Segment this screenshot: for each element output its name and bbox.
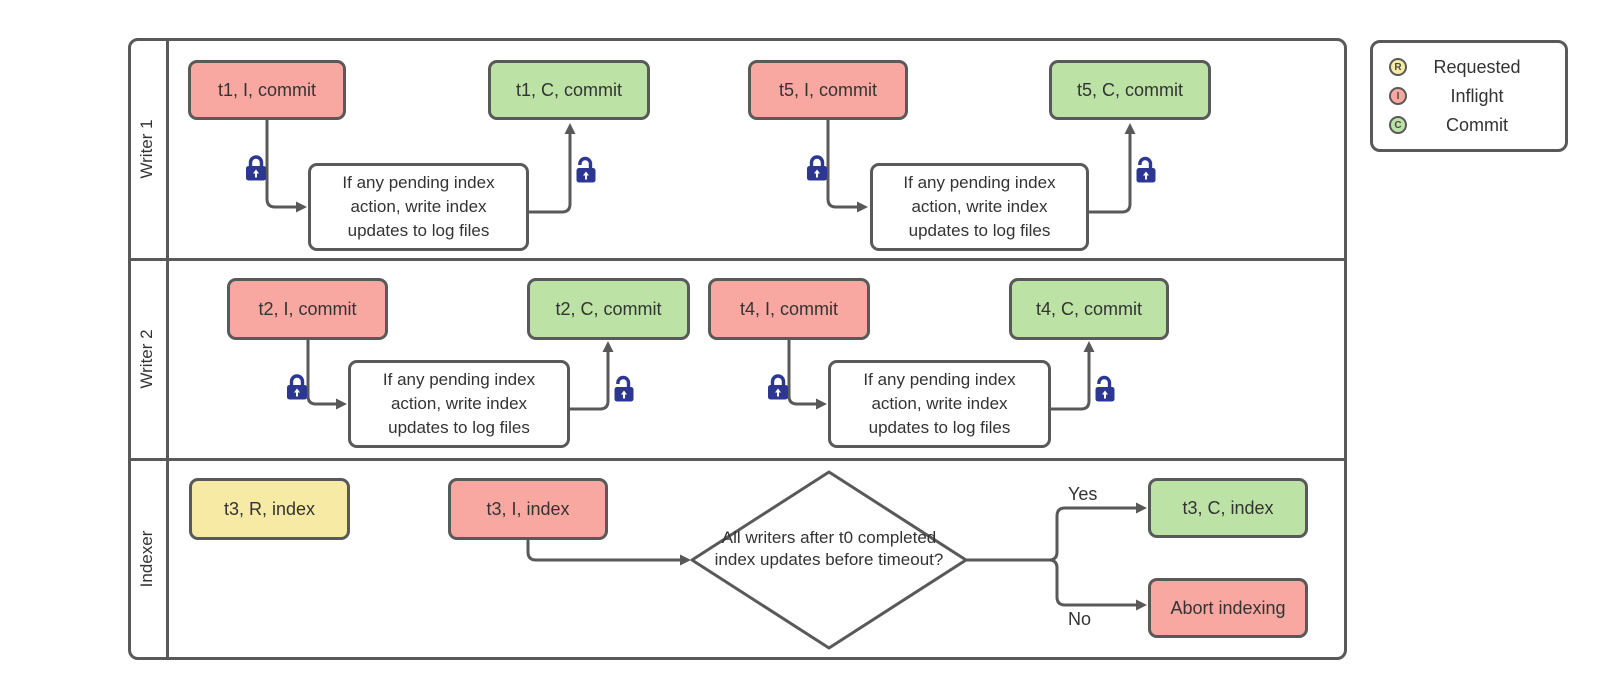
node-t3-commit: t3, C, index xyxy=(1148,478,1308,538)
decision-text: All writers after t0 completed index upd… xyxy=(714,528,944,570)
node-t1-commit: t1, C, commit xyxy=(488,60,650,120)
lock-open-icon xyxy=(572,155,596,184)
lane-divider xyxy=(128,458,1347,461)
node-t3-requested: t3, R, index xyxy=(189,478,350,540)
lane-label-indexer: Indexer xyxy=(137,530,156,588)
branch-label-yes: Yes xyxy=(1068,484,1098,504)
node-write-index-updates-2: If any pending index action, write index… xyxy=(870,163,1089,251)
node-t4-commit: t4, C, commit xyxy=(1009,278,1169,340)
legend-item-commit: C Commit xyxy=(1389,115,1565,136)
lock-closed-icon xyxy=(285,372,309,401)
legend-item-requested: R Requested xyxy=(1389,57,1565,78)
legend: R Requested I Inflight C Commit xyxy=(1370,40,1568,152)
lane-header-divider xyxy=(166,38,169,660)
legend-label: Requested xyxy=(1433,56,1521,77)
lock-closed-icon xyxy=(766,372,790,401)
node-t2-inflight: t2, I, commit xyxy=(227,278,388,340)
branch-label-no: No xyxy=(1068,609,1092,629)
node-t2-commit: t2, C, commit xyxy=(527,278,690,340)
lock-open-icon xyxy=(610,374,634,403)
node-t4-inflight: t4, I, commit xyxy=(708,278,870,340)
requested-status-icon: R xyxy=(1389,58,1407,76)
inflight-status-icon: I xyxy=(1389,87,1407,105)
node-t1-inflight: t1, I, commit xyxy=(188,60,346,120)
commit-status-icon: C xyxy=(1389,116,1407,134)
node-write-index-updates-1: If any pending index action, write index… xyxy=(308,163,529,251)
lane-label-writer-2: Writer 2 xyxy=(137,329,156,389)
lock-closed-icon xyxy=(805,153,829,182)
lane-divider xyxy=(128,258,1347,261)
lane-label-writer-1: Writer 1 xyxy=(137,119,156,179)
node-t3-inflight: t3, I, index xyxy=(448,478,608,540)
swimlane-pool xyxy=(128,38,1347,660)
lock-open-icon xyxy=(1091,374,1115,403)
node-write-index-updates-3: If any pending index action, write index… xyxy=(348,360,570,448)
node-write-index-updates-4: If any pending index action, write index… xyxy=(828,360,1051,448)
node-t5-inflight: t5, I, commit xyxy=(748,60,908,120)
legend-label: Inflight xyxy=(1450,85,1504,106)
legend-label: Commit xyxy=(1446,114,1508,135)
lock-open-icon xyxy=(1132,155,1156,184)
legend-item-inflight: I Inflight xyxy=(1389,86,1565,107)
node-abort-indexing: Abort indexing xyxy=(1148,578,1308,638)
decision-diamond xyxy=(690,470,968,650)
node-t5-commit: t5, C, commit xyxy=(1049,60,1211,120)
lock-closed-icon xyxy=(244,153,268,182)
